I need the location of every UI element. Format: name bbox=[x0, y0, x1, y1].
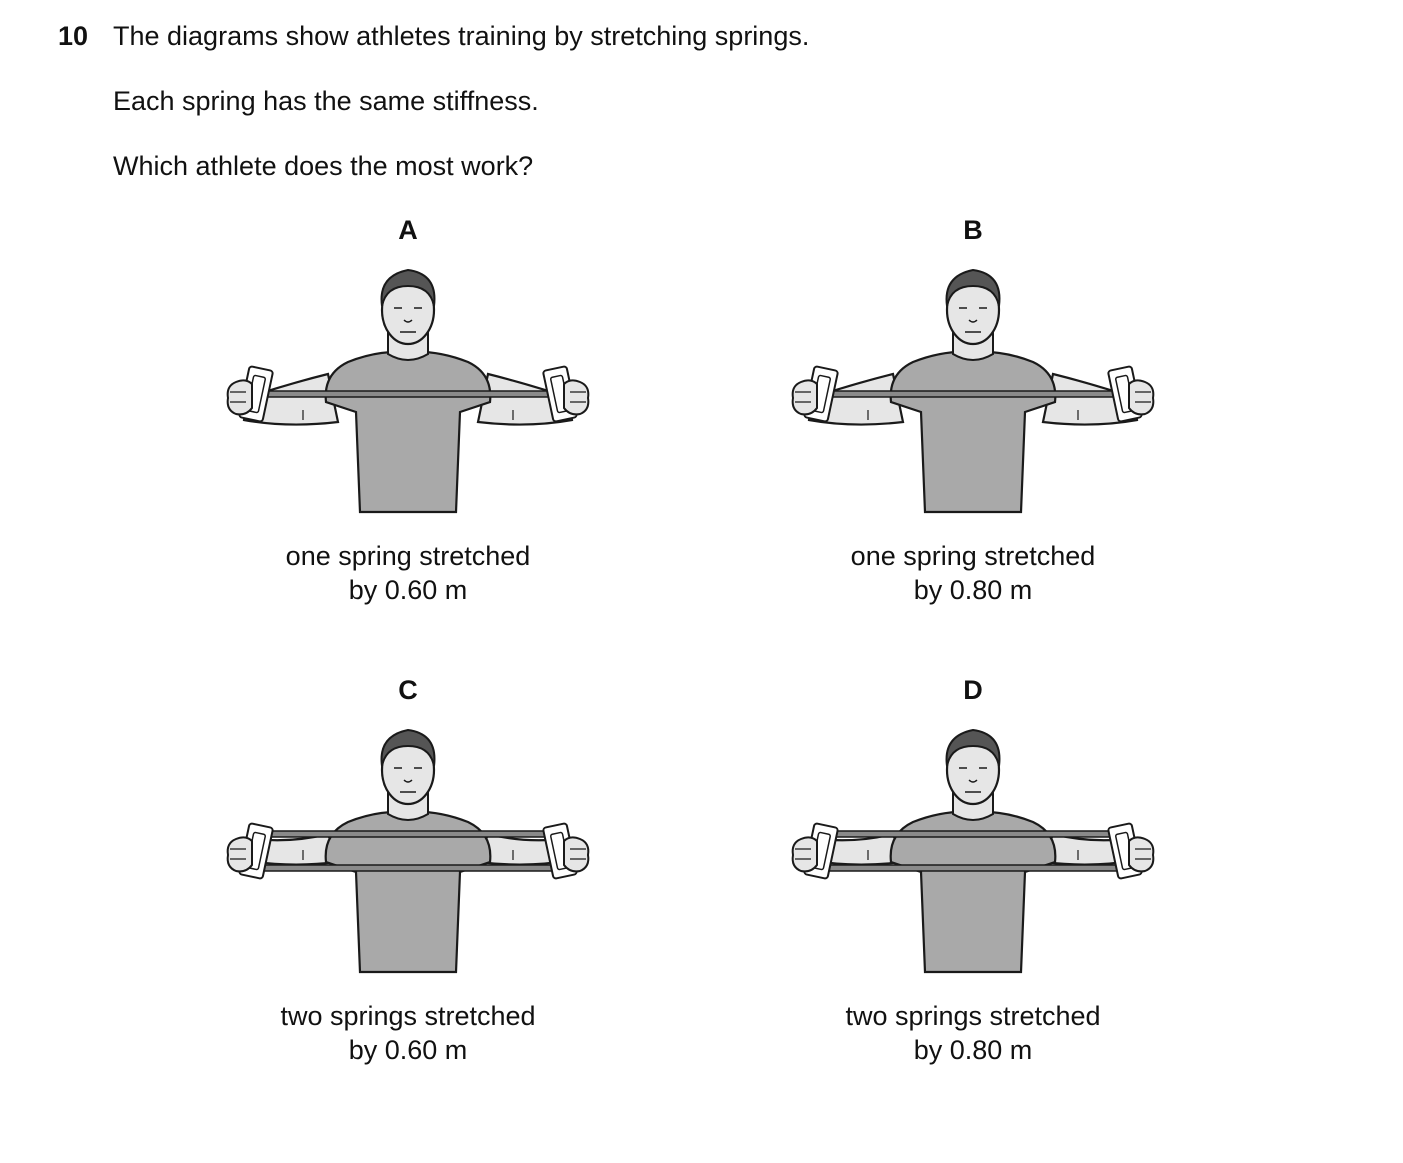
hair bbox=[945, 728, 1001, 767]
spring bbox=[820, 830, 1126, 838]
spring-handle bbox=[226, 822, 274, 880]
spring bbox=[255, 864, 561, 872]
caption-line-1: one spring stretched bbox=[285, 541, 531, 571]
question-line-2: Each spring has the same stiffness. bbox=[113, 86, 539, 116]
athlete-illustration-a bbox=[226, 268, 590, 514]
spring-handle bbox=[542, 365, 590, 423]
option-letter: A bbox=[398, 215, 418, 245]
caption-line-2: by 0.80 m bbox=[913, 575, 1033, 605]
spring-handle bbox=[791, 365, 839, 423]
athlete-illustration-d bbox=[791, 728, 1155, 974]
left-arm bbox=[242, 372, 340, 426]
hair bbox=[380, 268, 436, 307]
spring-handle bbox=[1107, 365, 1155, 423]
hair bbox=[380, 728, 436, 767]
caption-line-1: two springs stretched bbox=[845, 1001, 1101, 1031]
spring-handle bbox=[542, 822, 590, 880]
option-caption: one spring stretched by 0.80 m bbox=[693, 539, 1253, 607]
spring bbox=[820, 390, 1126, 398]
option-a[interactable]: A one spring stretched by 0.60 m bbox=[128, 212, 688, 632]
caption-line-1: two springs stretched bbox=[280, 1001, 536, 1031]
right-arm bbox=[476, 372, 574, 426]
athlete-illustration-c bbox=[226, 728, 590, 974]
option-letter: B bbox=[963, 215, 983, 245]
option-letter: C bbox=[398, 675, 418, 705]
spring bbox=[255, 390, 561, 398]
option-letter: D bbox=[963, 675, 983, 705]
caption-line-2: by 0.60 m bbox=[348, 575, 468, 605]
shirt bbox=[889, 350, 1057, 514]
caption-line-1: one spring stretched bbox=[850, 541, 1096, 571]
spring-handle bbox=[1107, 822, 1155, 880]
athlete-illustration-b bbox=[791, 268, 1155, 514]
question-line-1: The diagrams show athletes training by s… bbox=[113, 21, 810, 51]
hair bbox=[945, 268, 1001, 307]
spring-handle bbox=[226, 365, 274, 423]
question-line-3: Which athlete does the most work? bbox=[113, 151, 534, 181]
option-d[interactable]: D two springs stretched by 0.80 m bbox=[693, 672, 1253, 1092]
right-arm bbox=[1041, 372, 1139, 426]
option-caption: two springs stretched by 0.80 m bbox=[693, 999, 1253, 1067]
question-number: 10 bbox=[58, 21, 89, 51]
shirt bbox=[324, 350, 492, 514]
left-arm bbox=[807, 372, 905, 426]
option-caption: one spring stretched by 0.60 m bbox=[128, 539, 688, 607]
option-caption: two springs stretched by 0.60 m bbox=[128, 999, 688, 1067]
option-b[interactable]: B one spring stretched by 0.80 m bbox=[693, 212, 1253, 632]
option-c[interactable]: C two springs stretched by 0.60 m bbox=[128, 672, 688, 1092]
spring bbox=[255, 830, 561, 838]
caption-line-2: by 0.80 m bbox=[913, 1035, 1033, 1065]
caption-line-2: by 0.60 m bbox=[348, 1035, 468, 1065]
spring-handle bbox=[791, 822, 839, 880]
spring bbox=[820, 864, 1126, 872]
